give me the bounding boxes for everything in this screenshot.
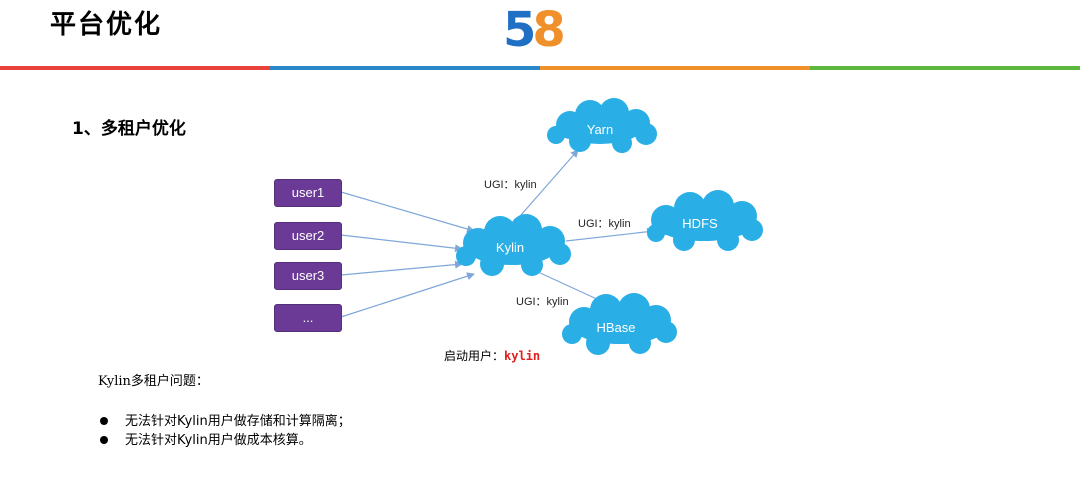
cloud-hdfs — [647, 190, 763, 251]
cloud-label-hbase: HBase — [596, 320, 636, 335]
user-box-more: ... — [274, 304, 342, 332]
logo-digit-eight: 8 — [532, 2, 565, 58]
bullet-dot-icon — [100, 436, 108, 444]
arrow-user1-kylin — [340, 191, 475, 233]
divider-red-segment — [0, 66, 270, 70]
arrow-more-kylin — [340, 272, 475, 318]
divider-orange-segment — [540, 66, 810, 70]
start-user-label: 启动用户： — [444, 349, 505, 363]
cloud-label-hdfs: HDFS — [682, 216, 718, 231]
issues-list: 无法针对Kylin用户做存储和计算隔离； 无法针对Kylin用户做成本核算。 — [100, 412, 351, 450]
ugi-label-hbase: UGI：kylin — [516, 296, 569, 308]
issue-item: 无法针对Kylin用户做存储和计算隔离； — [100, 412, 351, 431]
start-user-value: kylin — [504, 349, 541, 363]
arrow-user3-kylin — [340, 260, 463, 276]
issue-item: 无法针对Kylin用户做成本核算。 — [100, 431, 351, 450]
divider-green-segment — [810, 66, 1080, 70]
arrow-kylin-yarn — [513, 149, 579, 224]
ugi-label-yarn: UGI：kylin — [484, 179, 537, 191]
divider-blue-segment — [270, 66, 540, 70]
arrow-kylin-hdfs — [565, 227, 655, 242]
section-heading: 1、多租户优化 — [72, 119, 186, 139]
issue-text: 无法针对Kylin用户做成本核算。 — [125, 433, 312, 448]
issue-text: 无法针对Kylin用户做存储和计算隔离； — [125, 414, 351, 429]
user-box-3: user3 — [274, 262, 342, 290]
start-user-note: 启动用户：kylin — [444, 347, 540, 364]
ugi-label-hdfs: UGI：kylin — [578, 218, 631, 230]
cloud-label-yarn: Yarn — [586, 122, 614, 137]
header-divider — [0, 66, 1080, 70]
user-box-1: user1 — [274, 179, 342, 207]
cloud-yarn — [547, 98, 657, 153]
logo-digit-five: 5 — [503, 2, 536, 58]
arrow-user2-kylin — [340, 234, 463, 253]
logo-58: 58 — [503, 2, 566, 58]
cloud-label-kylin: Kylin — [495, 240, 525, 255]
bullet-dot-icon — [100, 417, 108, 425]
user-box-2: user2 — [274, 222, 342, 250]
cloud-kylin — [456, 214, 571, 276]
cloud-hbase — [562, 293, 677, 355]
page-title: 平台优化 — [50, 10, 163, 40]
issues-title: Kylin多租户问题： — [98, 374, 209, 389]
